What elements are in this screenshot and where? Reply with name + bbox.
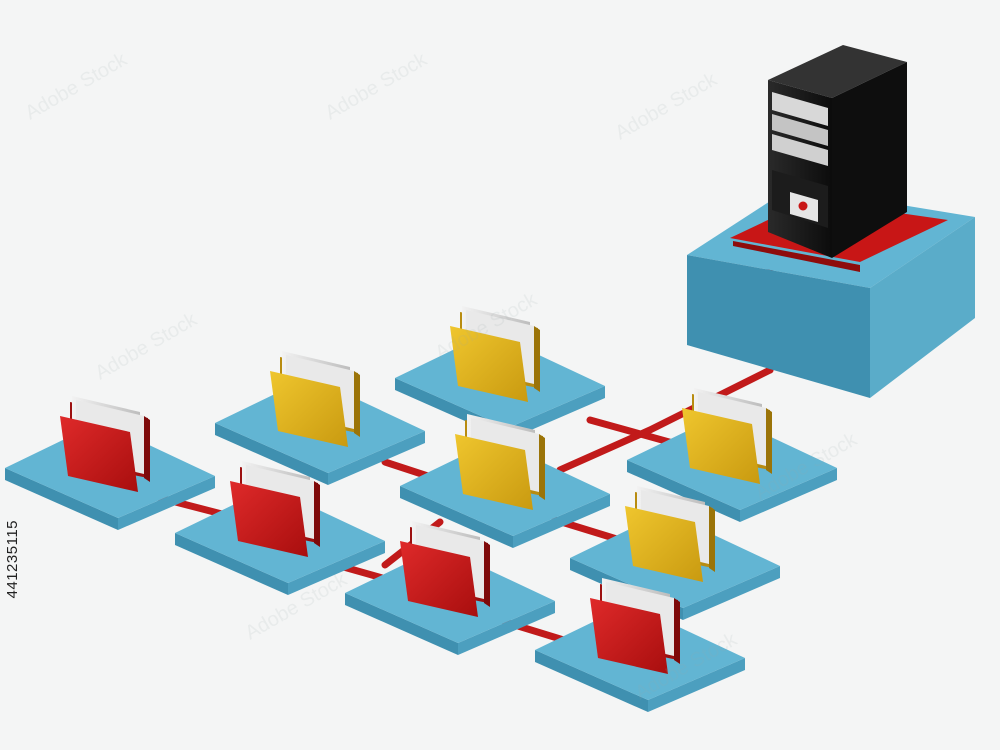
svg-text:Adobe Stock: Adobe Stock <box>322 48 432 124</box>
svg-text:Adobe Stock: Adobe Stock <box>612 68 722 144</box>
folder-platform <box>570 486 780 620</box>
platform-side <box>535 650 648 712</box>
red-folder-icon <box>230 461 320 557</box>
platform-side <box>328 431 425 485</box>
yellow-folder-icon <box>450 306 540 402</box>
red-folder-icon <box>590 578 680 674</box>
platform-side <box>740 468 837 522</box>
platform-side <box>215 423 328 485</box>
folder-platform <box>535 578 745 712</box>
folder-platform <box>400 414 610 548</box>
folder-platform <box>395 306 605 440</box>
platform-side <box>458 601 555 655</box>
cable <box>556 366 774 474</box>
platform-side <box>118 476 215 530</box>
platform-side <box>627 460 740 522</box>
platform-side <box>683 566 780 620</box>
folder-platform <box>5 396 215 530</box>
folder-platform <box>627 388 837 522</box>
yellow-folder-icon <box>455 414 545 510</box>
red-folder-icon <box>60 396 150 492</box>
platform-side <box>5 468 118 530</box>
cable <box>586 416 684 449</box>
folder-platform <box>175 461 385 595</box>
server-tower-icon <box>768 45 907 258</box>
yellow-folder-icon <box>682 388 772 484</box>
platform-side <box>513 494 610 548</box>
stock-id-text: 441235115 <box>4 520 21 599</box>
yellow-folder-icon <box>270 351 360 447</box>
platform-side <box>345 593 458 655</box>
red-folder-icon <box>400 521 490 617</box>
folder-platform <box>215 351 425 485</box>
platform-side <box>508 386 605 440</box>
platform-side <box>288 541 385 595</box>
yellow-folder-icon <box>625 486 715 582</box>
platform-side <box>400 486 513 548</box>
folder-platform <box>345 521 555 655</box>
folder-platforms <box>5 306 837 712</box>
svg-text:Adobe Stock: Adobe Stock <box>92 308 202 384</box>
svg-text:Adobe Stock: Adobe Stock <box>22 48 132 124</box>
platform-side <box>648 658 745 712</box>
platform-side <box>175 533 288 595</box>
